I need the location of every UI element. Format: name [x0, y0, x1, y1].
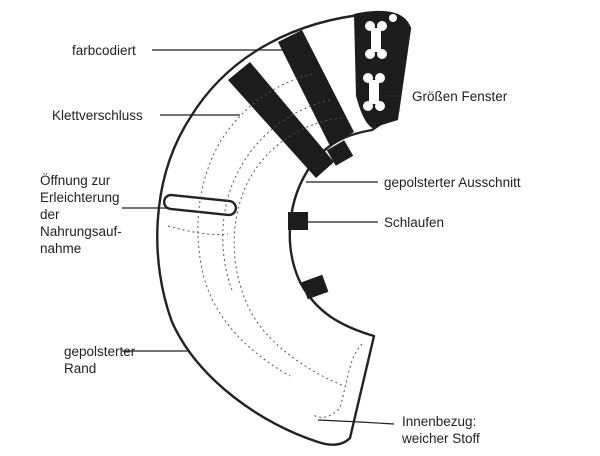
label-loops: Schlaufen: [384, 215, 445, 230]
label-inner-cover: Innenbezug: weicher Stoff: [402, 414, 480, 446]
label-feeding-opening: Öffnung zur Erleichterung der Nahrungsau…: [40, 173, 122, 256]
label-padded-edge: gepolsterter Rand: [64, 344, 136, 376]
label-velcro: Klettverschluss: [52, 108, 143, 123]
velcro-strap-outer: [278, 30, 354, 146]
bone-icon: [363, 73, 385, 111]
loop-lower: [301, 274, 329, 300]
loop-upper: [288, 212, 308, 230]
inner-fabric-contour-outer: [197, 73, 313, 377]
label-padded-cutout: gepolsterter Ausschnitt: [384, 175, 521, 190]
hole-icon: [389, 14, 397, 22]
label-large-window: Größen Fenster: [412, 89, 508, 104]
slot-shadow: [167, 225, 229, 235]
padded-cutout-tab: [326, 140, 354, 166]
velcro-strap-inner: [228, 62, 334, 178]
inner-fabric-contour-bottom: [311, 343, 363, 418]
inner-fabric-contour-far: [222, 99, 331, 291]
label-color-coded: farbcodiert: [72, 43, 136, 58]
inner-fabric-contour: [233, 117, 345, 387]
leader-lines: [122, 49, 400, 425]
window-panel: [354, 10, 410, 129]
bone-icon: [365, 21, 387, 59]
